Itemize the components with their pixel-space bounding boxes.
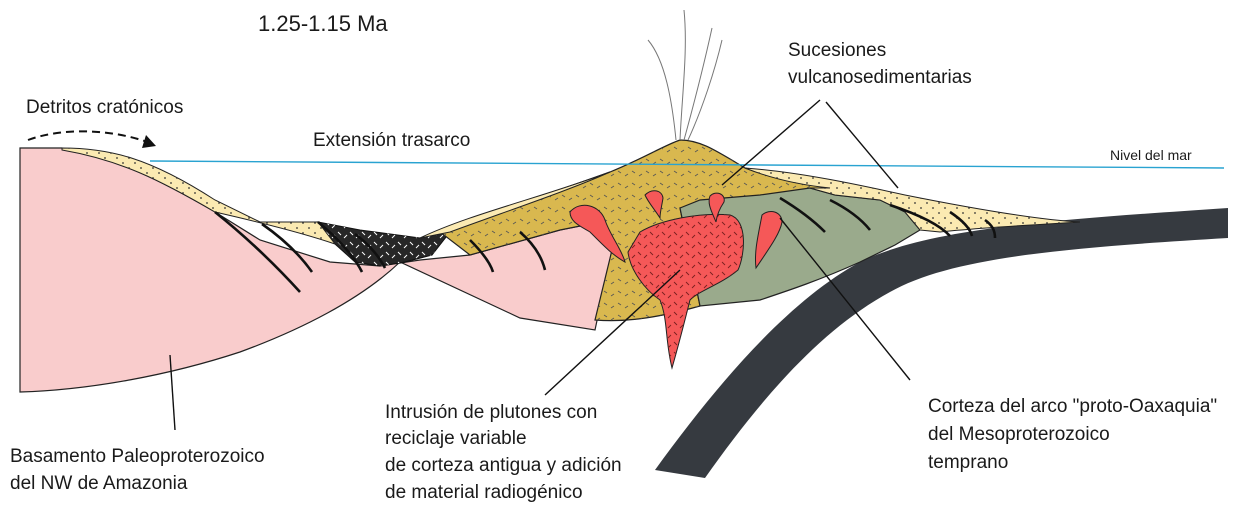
detritos-label: Detritos cratónicos <box>26 97 183 118</box>
intrusion-label-line4: de material radiogénico <box>385 482 583 503</box>
sucesiones-label-line2: vulcanosedimentarias <box>788 67 972 88</box>
basamento-label-line1: Basamento Paleoproterozoico <box>10 446 265 467</box>
corteza-label-line1: Corteza del arco "proto-Oaxaquia" <box>928 396 1217 417</box>
age-label: 1.25-1.15 Ma <box>258 11 388 36</box>
eruption-plume <box>648 10 722 140</box>
sucesiones-label-line1: Sucesiones <box>788 40 886 61</box>
intrusion-label-line3: de corteza antigua y adición <box>385 455 622 476</box>
corteza-label-line2: del Mesoproterozoico <box>928 424 1110 445</box>
basamento-label-line2: del NW de Amazonia <box>10 473 188 494</box>
sea-level-label: Nivel del mar <box>1110 147 1192 163</box>
basement-block <box>20 148 612 392</box>
intrusion-label-line2: reciclaje variable <box>385 428 527 449</box>
basement-shape <box>20 148 612 392</box>
extension-label: Extensión trasarco <box>313 130 470 151</box>
corteza-label-line3: temprano <box>928 452 1008 473</box>
intrusion-label-line1: Intrusión de plutones con <box>385 402 597 423</box>
detritus-arrow <box>28 131 156 148</box>
